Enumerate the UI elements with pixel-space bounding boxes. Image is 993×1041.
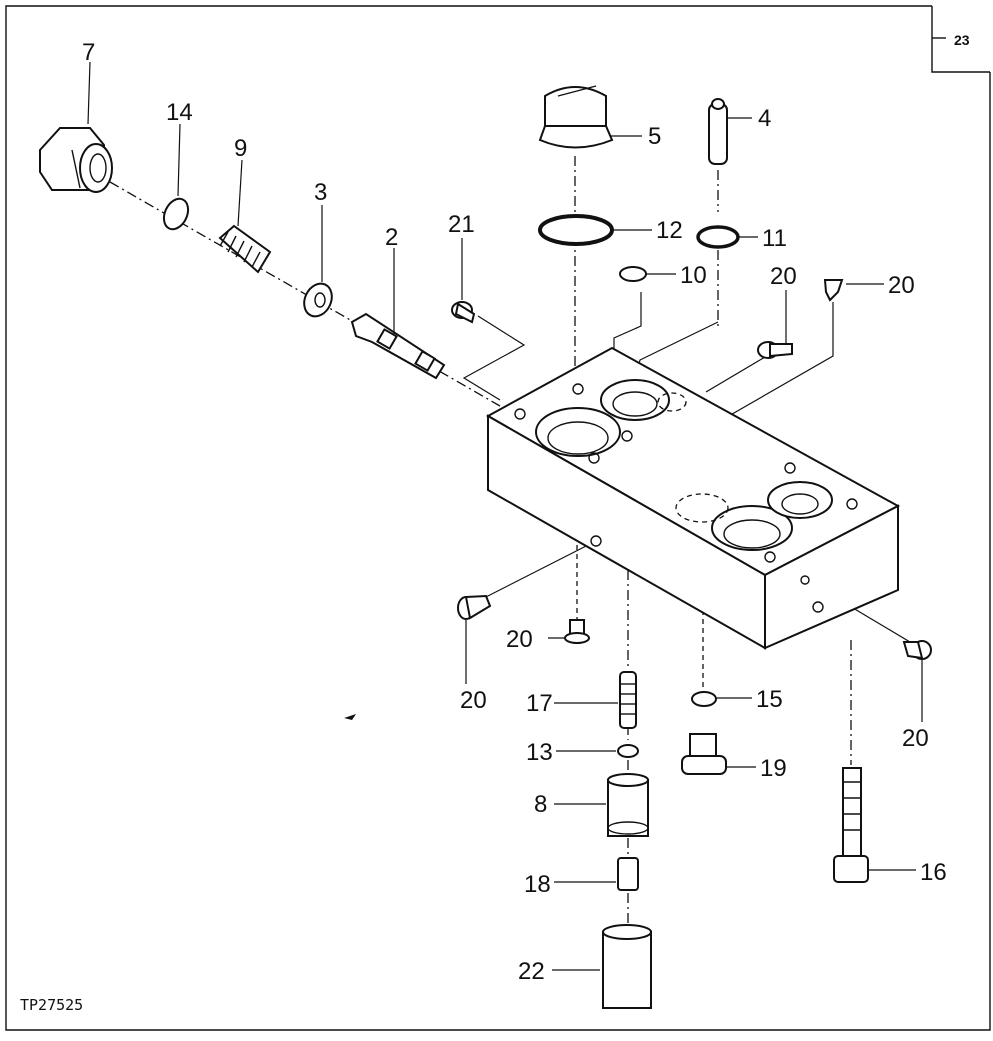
callout-3: 3 xyxy=(314,179,327,206)
callout-18: 18 xyxy=(524,871,551,898)
callout-11: 11 xyxy=(762,225,787,252)
callout-17: 17 xyxy=(526,690,553,717)
part-19-plug xyxy=(681,733,727,775)
part-15-ring xyxy=(691,691,717,707)
callout-16: 16 xyxy=(920,859,947,886)
callout-15: 15 xyxy=(756,686,783,713)
part-10-o-ring xyxy=(619,266,647,282)
callout-19: 19 xyxy=(760,755,787,782)
callout-4: 4 xyxy=(758,105,771,132)
page-ref-label: 23 xyxy=(954,32,970,48)
callout-21: 21 xyxy=(448,211,475,238)
callout-20-top-right: 20 xyxy=(888,272,915,299)
callout-20-bottom: 20 xyxy=(506,626,533,653)
valve-housing-block xyxy=(485,346,901,650)
part-20-screw-left xyxy=(457,594,492,620)
part-14-o-ring xyxy=(162,197,190,231)
callout-14: 14 xyxy=(166,99,193,126)
part-3-seat xyxy=(303,282,333,318)
callout-leaders xyxy=(87,61,923,971)
callout-20-left: 20 xyxy=(460,687,487,714)
part-16-bolt xyxy=(833,767,869,883)
callout-13: 13 xyxy=(526,739,553,766)
callout-10: 10 xyxy=(680,262,707,289)
figure-id-label: TP27525 xyxy=(20,996,83,1014)
part-13-ring xyxy=(617,744,639,758)
part-20-screw-right xyxy=(902,640,932,660)
callout-12: 12 xyxy=(656,217,683,244)
callout-22: 22 xyxy=(518,958,545,985)
part-22-sleeve xyxy=(602,924,652,1009)
callout-5: 5 xyxy=(648,123,661,150)
callout-20-right: 20 xyxy=(902,725,929,752)
part-18-stud xyxy=(617,857,639,891)
part-20-screw-upper xyxy=(757,341,793,359)
part-2-poppet xyxy=(350,312,446,380)
part-21-plug xyxy=(451,301,476,324)
part-8-sleeve xyxy=(607,773,649,837)
part-20-screw-top-right xyxy=(823,279,844,302)
part-5-cap xyxy=(538,85,614,149)
part-11-o-ring xyxy=(696,225,740,249)
part-20-screw-bottom xyxy=(564,619,590,644)
callout-2: 2 xyxy=(385,224,398,251)
callout-20-upper: 20 xyxy=(770,263,797,290)
part-12-o-ring xyxy=(538,214,614,246)
part-7-plug xyxy=(39,127,113,193)
part-4-pin xyxy=(708,98,728,165)
callout-7: 7 xyxy=(82,39,95,66)
part-9-spring xyxy=(218,224,272,274)
callout-8: 8 xyxy=(534,791,547,818)
callout-9: 9 xyxy=(234,135,247,162)
part-17-stud xyxy=(619,671,637,729)
stray-mark xyxy=(344,714,356,720)
page-frame xyxy=(5,5,991,1031)
